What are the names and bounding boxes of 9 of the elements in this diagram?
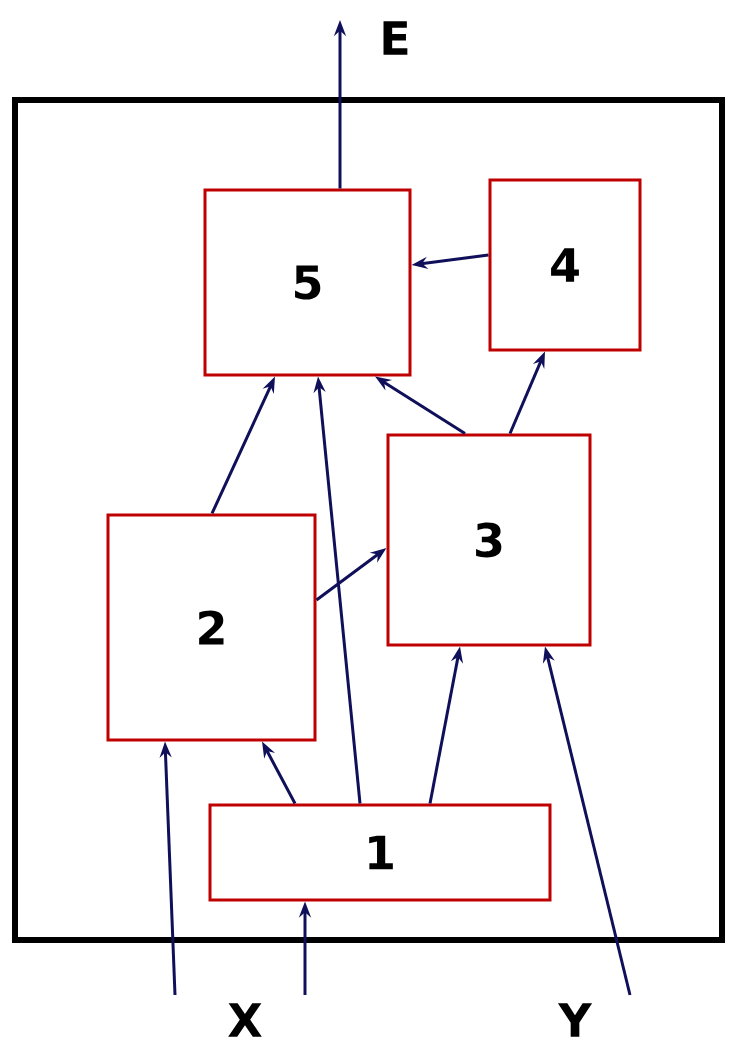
edge-label: E xyxy=(378,20,412,56)
process-box: 4 xyxy=(488,178,642,352)
input-label: Y xyxy=(557,1003,593,1037)
process-box: 1 xyxy=(208,803,552,902)
process-box: 3 xyxy=(386,433,592,647)
frame-box xyxy=(12,97,725,943)
input-label: X xyxy=(228,1003,262,1037)
process-box: 5 xyxy=(203,188,412,377)
process-box: 2 xyxy=(106,513,317,742)
